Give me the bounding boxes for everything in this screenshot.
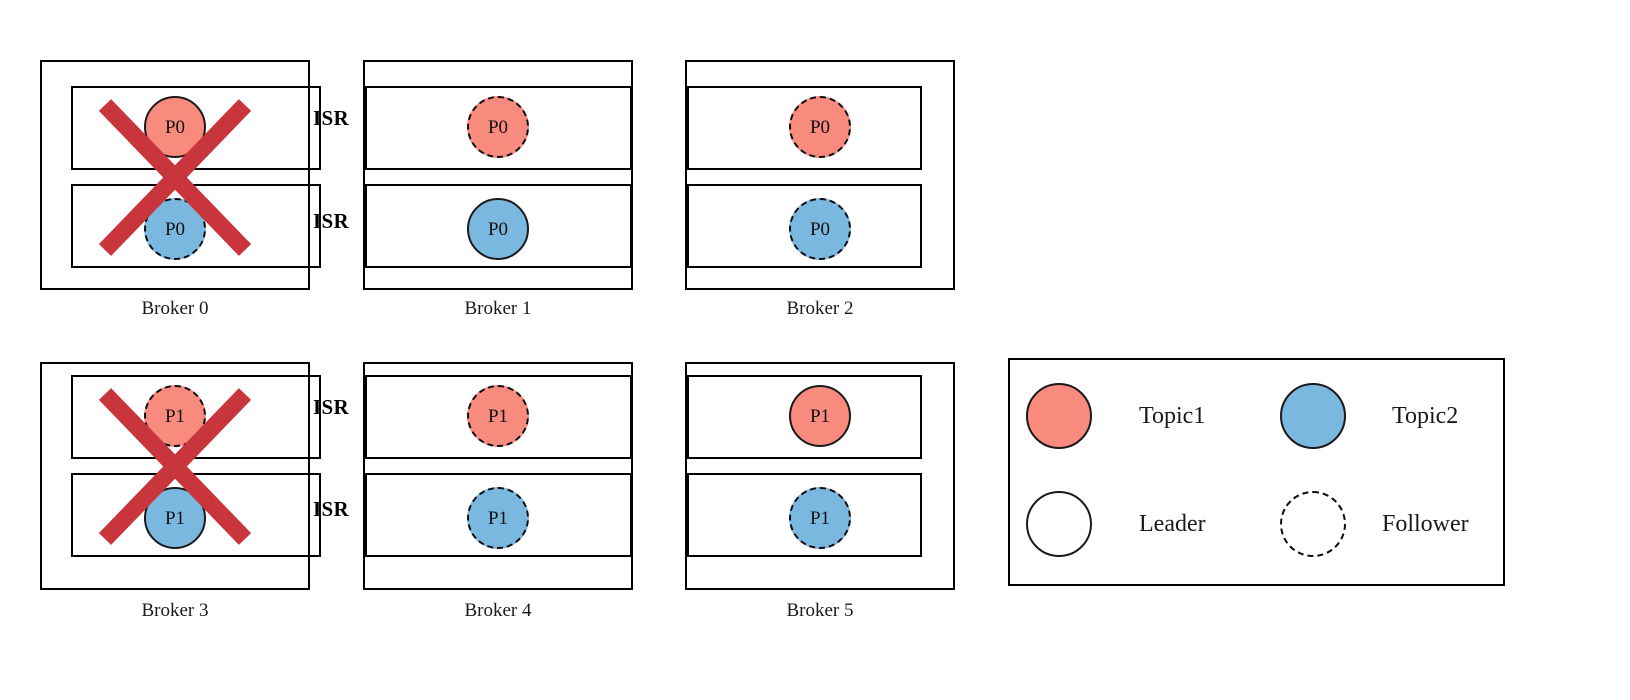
broker-box-broker-0[interactable]: [40, 60, 310, 290]
replica-broker-1-topic1[interactable]: P0: [467, 96, 529, 158]
replica-broker-3-topic2[interactable]: P1: [144, 487, 206, 549]
partition-row-broker-4-p1-topic2[interactable]: [365, 473, 632, 557]
replica-broker-2-topic1[interactable]: P0: [789, 96, 851, 158]
replica-label: P1: [809, 405, 831, 427]
partition-row-broker-1-p0-topic1[interactable]: [365, 86, 632, 170]
replica-label: P1: [164, 507, 186, 529]
isr-label-bottom-row2: ISR: [313, 497, 349, 521]
legend-swatch-topic1: [1026, 383, 1092, 449]
legend-swatch-topic2: [1280, 383, 1346, 449]
replica-broker-0-topic1[interactable]: P0: [144, 96, 206, 158]
replica-broker-5-topic1[interactable]: P1: [789, 385, 851, 447]
legend-label-leader: Leader: [1139, 511, 1206, 537]
replica-broker-5-topic2[interactable]: P1: [789, 487, 851, 549]
partition-row-broker-4-p1-topic1[interactable]: [365, 375, 632, 459]
broker-box-broker-5[interactable]: [685, 362, 955, 590]
broker-caption-broker-0: Broker 0: [141, 298, 209, 319]
partition-row-broker-5-p1-topic1[interactable]: [687, 375, 922, 459]
broker-caption-broker-1: Broker 1: [464, 298, 532, 319]
replica-label: P1: [487, 507, 509, 529]
broker-caption-broker-5: Broker 5: [786, 600, 854, 621]
replica-broker-0-topic2[interactable]: P0: [144, 198, 206, 260]
replica-label: P1: [487, 405, 509, 427]
partition-row-broker-2-p0-topic1[interactable]: [687, 86, 922, 170]
isr-label-top-row2: ISR: [313, 209, 349, 233]
replica-label: P0: [164, 218, 186, 240]
legend-swatch-follower: [1280, 491, 1346, 557]
replica-label: P0: [487, 218, 509, 240]
replica-label: P1: [164, 405, 186, 427]
legend-label-follower: Follower: [1382, 511, 1469, 537]
replica-label: P0: [164, 116, 186, 138]
replica-broker-4-topic2[interactable]: P1: [467, 487, 529, 549]
replica-broker-1-topic2[interactable]: P0: [467, 198, 529, 260]
replica-broker-3-topic1[interactable]: P1: [144, 385, 206, 447]
broker-box-broker-1[interactable]: [363, 60, 633, 290]
partition-row-broker-5-p1-topic2[interactable]: [687, 473, 922, 557]
broker-caption-broker-2: Broker 2: [786, 298, 854, 319]
replica-label: P0: [809, 218, 831, 240]
legend-box: [1008, 358, 1505, 586]
isr-label-top-row1: ISR: [313, 106, 349, 130]
partition-row-broker-2-p0-topic2[interactable]: [687, 184, 922, 268]
broker-box-broker-4[interactable]: [363, 362, 633, 590]
broker-box-broker-2[interactable]: [685, 60, 955, 290]
replica-label: P1: [809, 507, 831, 529]
legend-label-topic1: Topic1: [1139, 403, 1206, 429]
broker-caption-broker-3: Broker 3: [141, 600, 209, 621]
replica-label: P0: [809, 116, 831, 138]
legend-swatch-leader: [1026, 491, 1092, 557]
replica-broker-2-topic2[interactable]: P0: [789, 198, 851, 260]
replica-broker-4-topic1[interactable]: P1: [467, 385, 529, 447]
partition-row-broker-1-p0-topic2[interactable]: [365, 184, 632, 268]
isr-label-bottom-row1: ISR: [313, 395, 349, 419]
broker-box-broker-3[interactable]: [40, 362, 310, 590]
broker-caption-broker-4: Broker 4: [464, 600, 532, 621]
legend-label-topic2: Topic2: [1392, 403, 1459, 429]
replica-label: P0: [487, 116, 509, 138]
